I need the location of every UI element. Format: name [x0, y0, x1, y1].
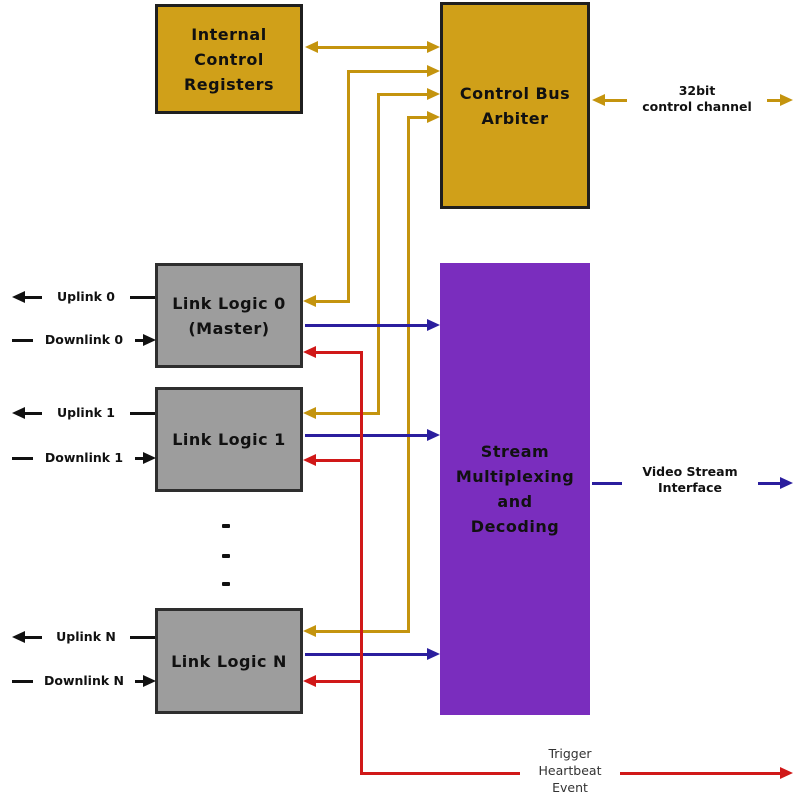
- node-label-line: Stream: [480, 442, 550, 461]
- label-line: Video Stream: [642, 464, 738, 479]
- edge-linkn-mux: [305, 653, 427, 656]
- node-label-line: Arbiter: [481, 108, 549, 128]
- edge-arbiter-link1-top: [377, 93, 427, 96]
- node-link-logic-0: Link Logic 0 (Master): [155, 263, 303, 368]
- edge-red-trunk-vertical: [360, 351, 363, 775]
- label-video-stream-interface: Video Stream Interface: [622, 464, 758, 496]
- label-line: control channel: [642, 99, 752, 114]
- edge-link0-mux: [305, 324, 427, 327]
- arrowhead-left-icon: [303, 295, 316, 307]
- edge-arbiter-link0-top: [347, 70, 427, 73]
- ellipsis-dot: [222, 524, 230, 528]
- node-link-logic-1: Link Logic 1: [155, 387, 303, 492]
- arrowhead-right-icon: [427, 111, 440, 123]
- node-label-line: Decoding: [470, 517, 560, 536]
- node-label-line: Link Logic 0: [172, 293, 286, 313]
- node-label-line: Control: [194, 49, 264, 69]
- label-trigger-heartbeat-event: Trigger Heartbeat Event: [520, 745, 620, 796]
- arrowhead-right-icon: [143, 452, 156, 464]
- node-label-line: Control Bus: [459, 83, 571, 103]
- edge-arbiter-linkn-top: [407, 116, 427, 119]
- arrowhead-left-icon: [592, 94, 605, 106]
- arrowhead-left-icon: [12, 407, 25, 419]
- edge-arbiter-link1-vertical: [377, 93, 380, 415]
- node-label-line: and: [497, 492, 533, 511]
- edge-registers-arbiter: [318, 46, 427, 49]
- label-uplink-n: Uplink N: [42, 629, 130, 644]
- node-link-logic-n: Link Logic N: [155, 608, 303, 714]
- edge-arbiter-linkn-bottom: [316, 630, 410, 633]
- arrowhead-right-icon: [427, 648, 440, 660]
- edge-arbiter-link1-bottom: [316, 412, 380, 415]
- arrowhead-left-icon: [303, 625, 316, 637]
- arrowhead-right-icon: [427, 88, 440, 100]
- label-line: Heartbeat: [538, 763, 602, 778]
- arrowhead-right-icon: [143, 334, 156, 346]
- label-downlink-1: Downlink 1: [33, 450, 135, 465]
- label-line: Interface: [658, 480, 722, 495]
- node-label-line: Internal: [191, 24, 267, 44]
- arrowhead-right-icon: [427, 319, 440, 331]
- label-uplink-1: Uplink 1: [42, 405, 130, 420]
- arrowhead-right-icon: [143, 675, 156, 687]
- label-line: 32bit: [678, 83, 716, 98]
- node-label-line: (Master): [188, 318, 270, 338]
- edge-arbiter-link0-bottom: [316, 300, 350, 303]
- edge-red-linkn: [316, 680, 363, 683]
- edge-arbiter-linkn-vertical: [407, 116, 410, 633]
- label-downlink-n: Downlink N: [33, 673, 135, 688]
- arrowhead-left-icon: [12, 631, 25, 643]
- edge-link1-mux: [305, 434, 427, 437]
- arrowhead-left-icon: [303, 346, 316, 358]
- arrowhead-right-icon: [780, 477, 793, 489]
- ellipsis-dot: [222, 554, 230, 558]
- label-32bit-control-channel: 32bit control channel: [627, 83, 767, 115]
- arrowhead-right-icon: [780, 767, 793, 779]
- arrowhead-right-icon: [427, 65, 440, 77]
- arrowhead-left-icon: [303, 454, 316, 466]
- label-uplink-0: Uplink 0: [42, 289, 130, 304]
- edge-arbiter-link0-vertical: [347, 70, 350, 303]
- label-line: Event: [552, 780, 588, 795]
- edge-red-link0: [316, 351, 363, 354]
- node-stream-multiplexing-decoding: Stream Multiplexing and Decoding: [440, 263, 590, 715]
- edge-red-link1: [316, 459, 363, 462]
- arrowhead-left-icon: [12, 291, 25, 303]
- arrowhead-left-icon: [303, 675, 316, 687]
- label-line: Trigger: [548, 746, 592, 761]
- node-control-bus-arbiter: Control Bus Arbiter: [440, 2, 590, 209]
- arrowhead-right-icon: [427, 41, 440, 53]
- node-label-line: Multiplexing: [455, 467, 575, 486]
- label-downlink-0: Downlink 0: [33, 332, 135, 347]
- arrowhead-left-icon: [305, 41, 318, 53]
- node-label-line: Link Logic 1: [172, 430, 286, 449]
- arrowhead-left-icon: [303, 407, 316, 419]
- node-label-line: Link Logic N: [171, 651, 287, 671]
- node-label-line: Registers: [183, 74, 275, 94]
- ellipsis-dot: [222, 582, 230, 586]
- arrowhead-right-icon: [780, 94, 793, 106]
- node-internal-control-registers: Internal Control Registers: [155, 4, 303, 114]
- arrowhead-right-icon: [427, 429, 440, 441]
